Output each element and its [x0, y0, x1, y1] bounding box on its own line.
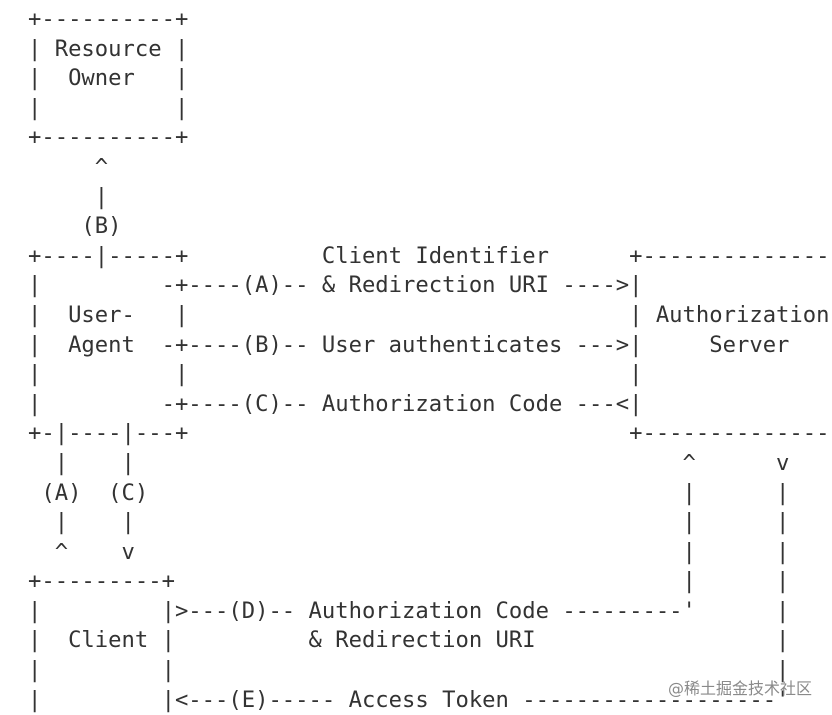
diagram-line: | | [28, 94, 189, 121]
diagram-line: (A) (C) | | [28, 479, 790, 506]
diagram-line: +----------+ [28, 124, 189, 151]
diagram-line: | Agent -+----(B)-- User authenticates -… [28, 331, 832, 358]
diagram-line: | | | | [28, 509, 790, 536]
diagram-line: +---------+ | | [28, 568, 790, 595]
diagram-line: +-|----|---+ +---------------+ [28, 420, 832, 447]
diagram-line: | Client | & Redirection URI | [28, 627, 790, 654]
diagram-line: | | ^ v [28, 449, 790, 476]
diagram-line: | -+----(A)-- & Redirection URI ---->| | [28, 272, 832, 299]
diagram-line: | Resource | [28, 35, 189, 62]
diagram-line: | User- | | Authorization | [28, 301, 832, 328]
diagram-line: +----|-----+ Client Identifier +--------… [28, 242, 832, 269]
diagram-line: | | | | [28, 361, 832, 388]
watermark: @稀土掘金技术社区 [667, 679, 812, 698]
ascii-flow-diagram: +----------+ | Resource | | Owner | | | … [28, 5, 832, 715]
diagram-line: ^ [28, 153, 109, 180]
diagram-line: | |<---(E)----- Access Token -----------… [28, 686, 790, 713]
diagram-line: | Owner | [28, 65, 189, 92]
diagram-line: ^ v | | [28, 538, 790, 565]
diagram-line: | [28, 183, 109, 210]
diagram-line: (B) [28, 213, 122, 240]
diagram-line: | |>---(D)-- Authorization Code --------… [28, 597, 790, 624]
diagram-line: +----------+ [28, 6, 189, 32]
diagram-line: | -+----(C)-- Authorization Code ---<| | [28, 390, 832, 417]
diagram-line: | | | [28, 657, 790, 684]
